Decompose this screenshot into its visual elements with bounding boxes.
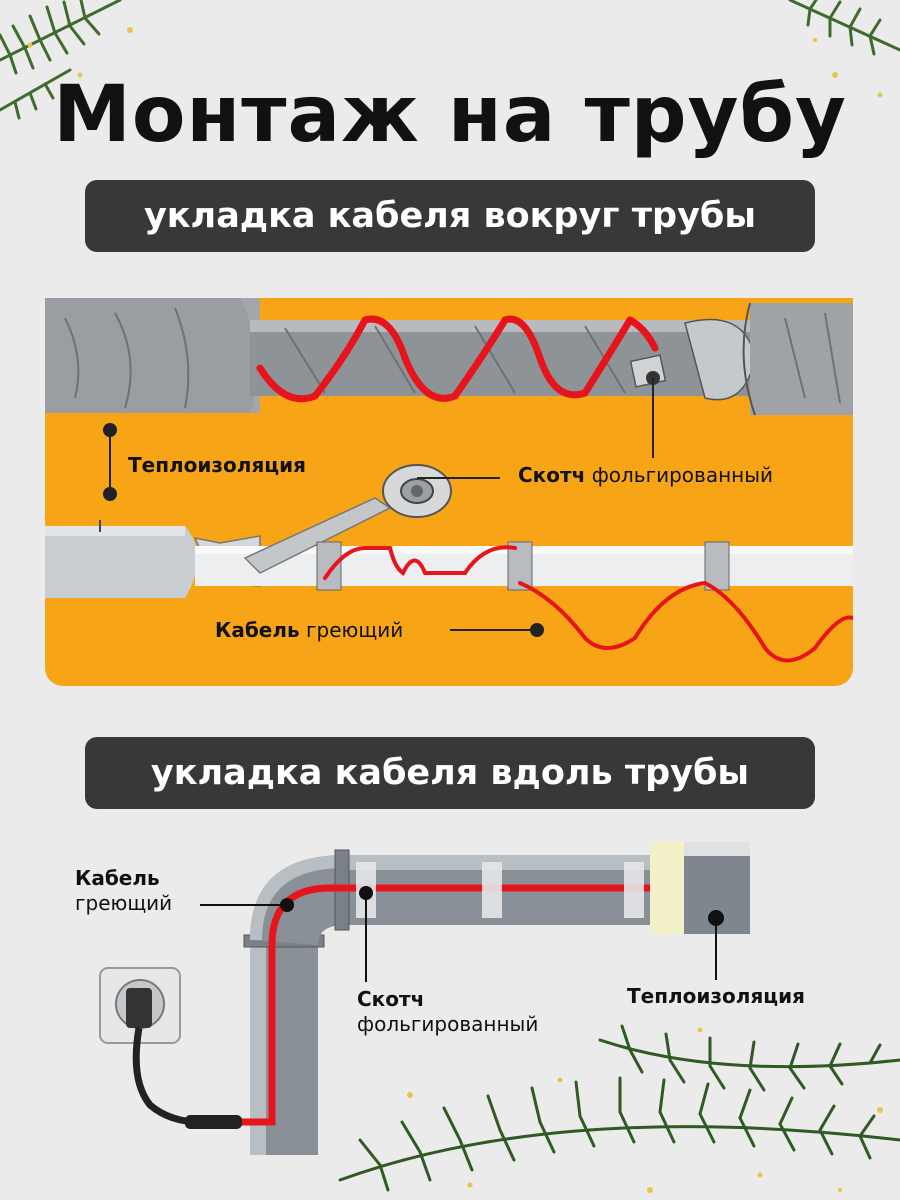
around-pipe-illustration bbox=[45, 298, 853, 663]
section-heading-around: укладка кабеля вокруг трубы bbox=[85, 180, 815, 252]
around-insulation-label: Теплоизоляция bbox=[128, 453, 306, 477]
around-cable-label: Кабель греющий bbox=[215, 618, 404, 642]
section-heading-along: укладка кабеля вдоль трубы bbox=[85, 737, 815, 809]
along-insulation-label: Теплоизоляция bbox=[627, 984, 805, 1008]
around-pipe-panel bbox=[45, 298, 853, 686]
around-tape-label: Скотч фольгированный bbox=[518, 463, 774, 487]
page-title: Монтаж на трубу bbox=[53, 70, 847, 160]
